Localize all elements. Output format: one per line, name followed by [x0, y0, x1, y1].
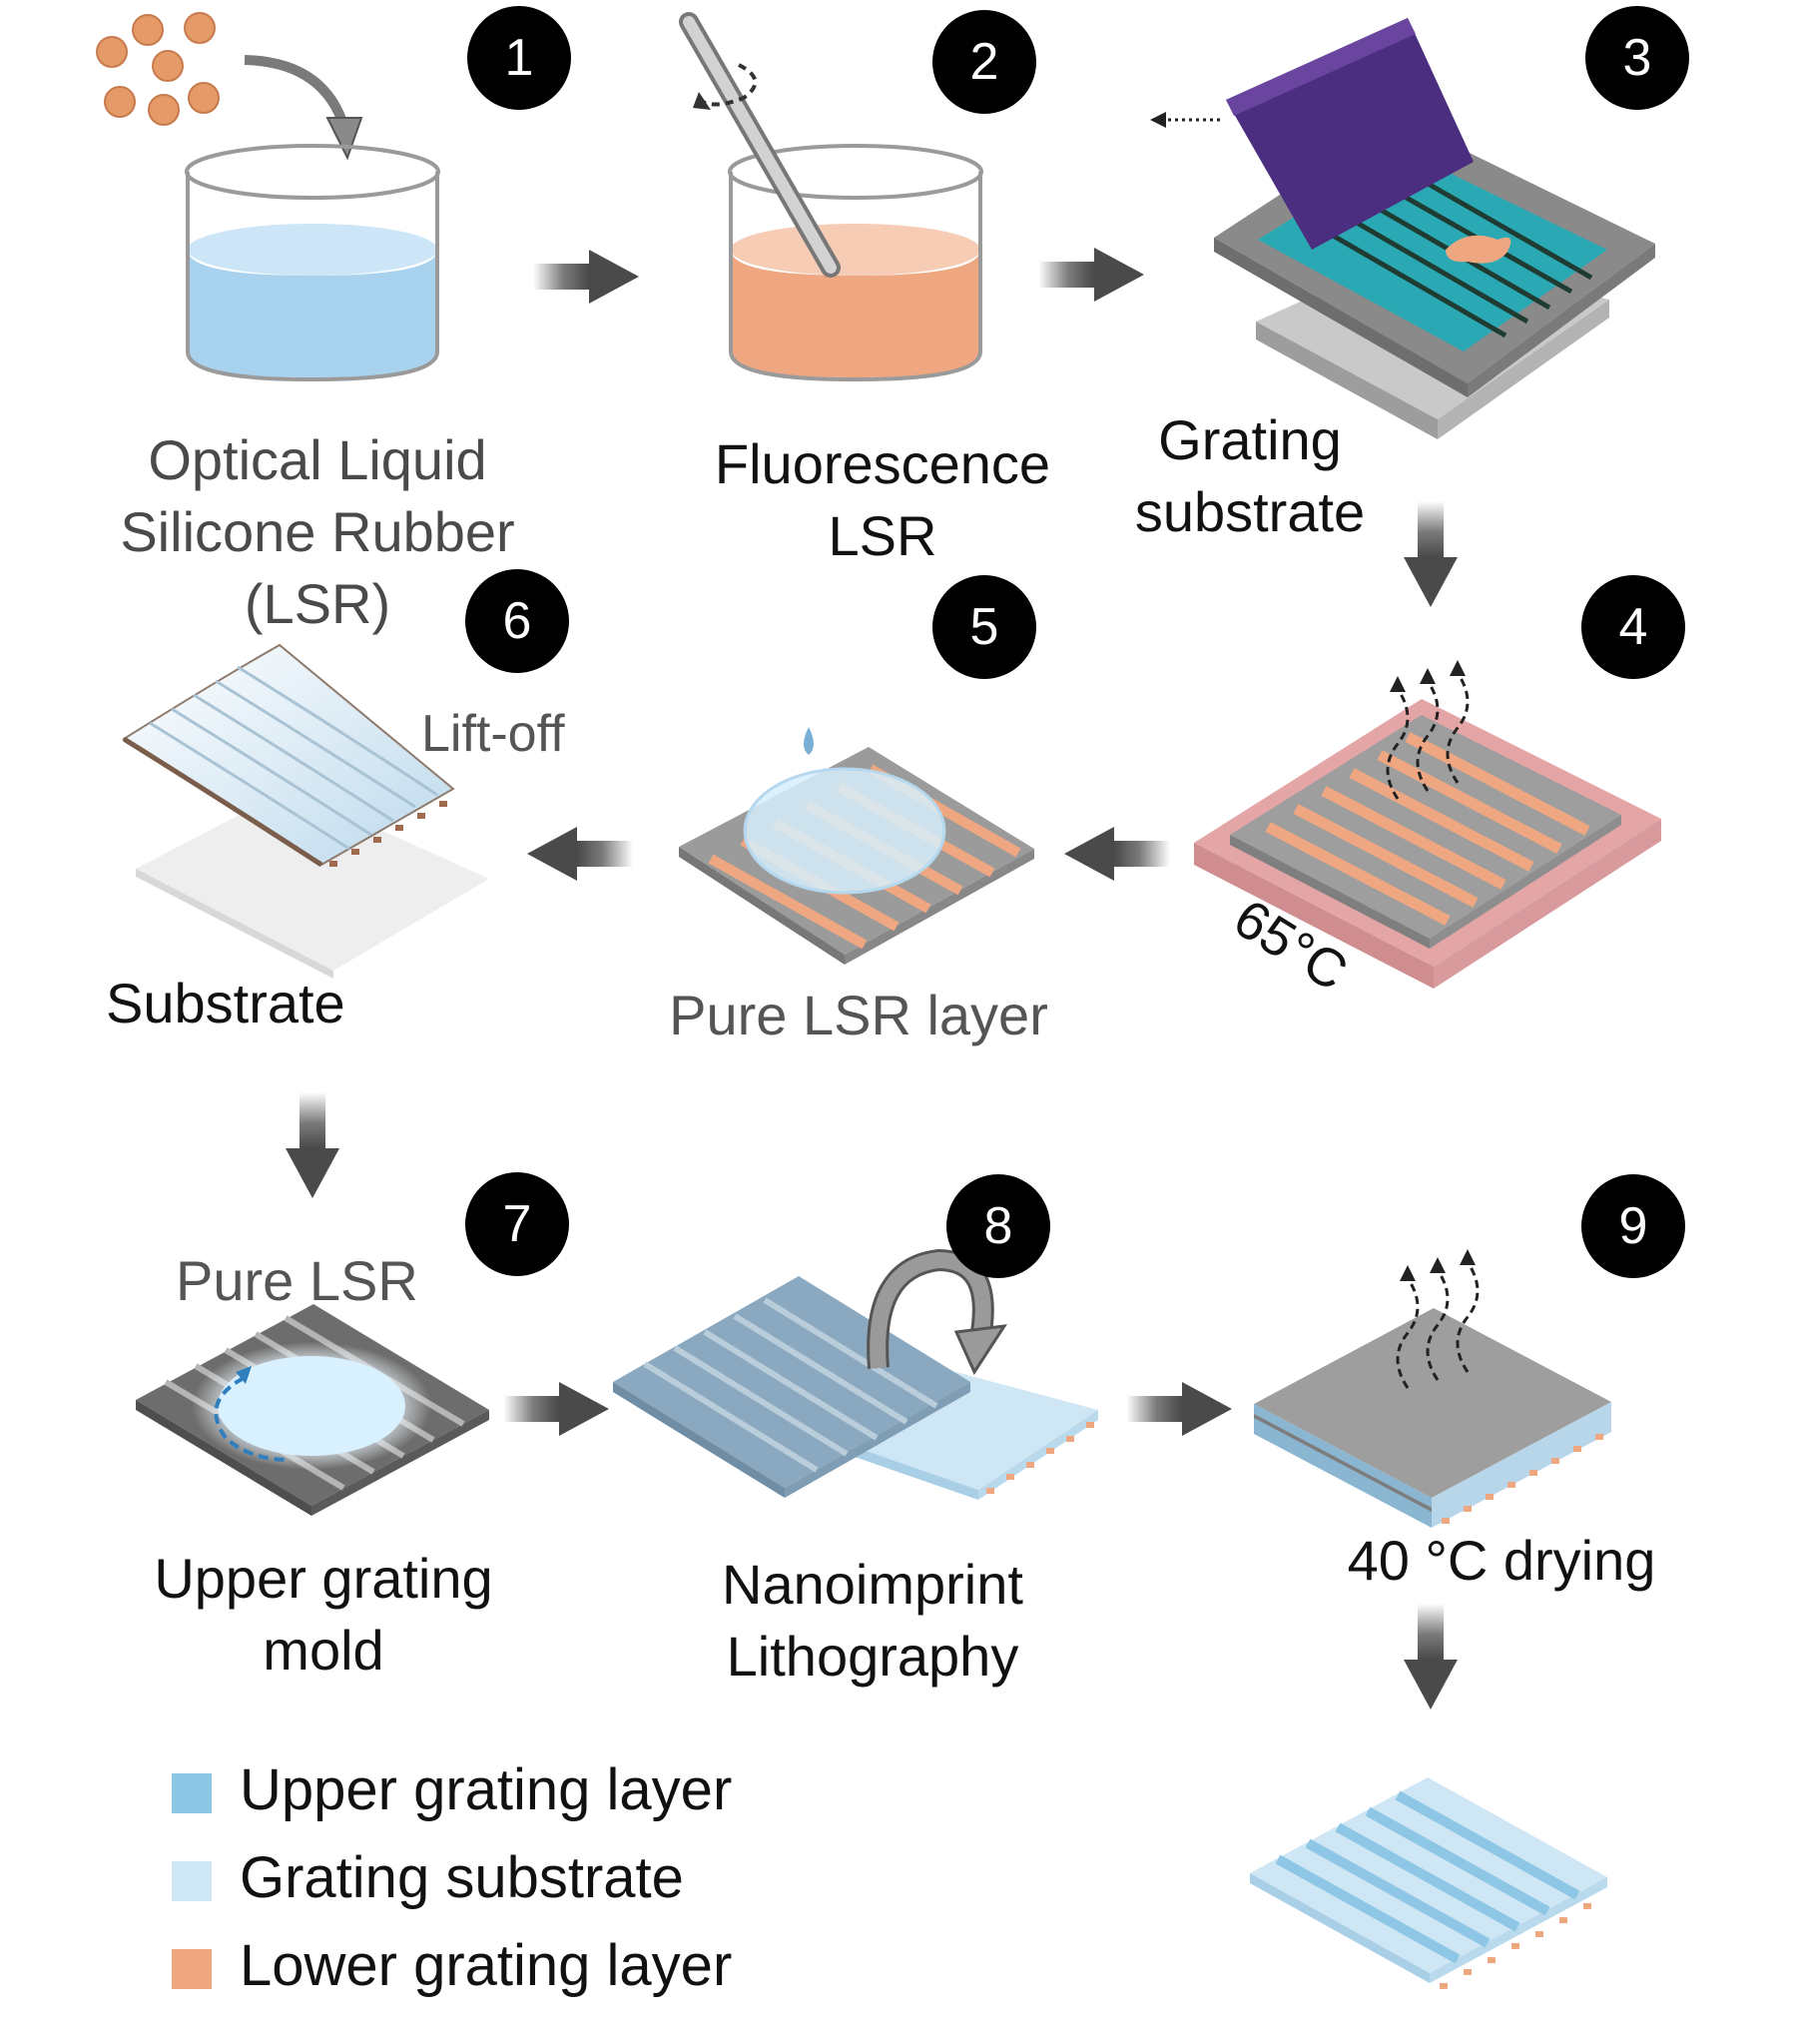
- svg-text:6: 6: [503, 592, 532, 650]
- svg-text:mold: mold: [263, 1619, 383, 1682]
- svg-text:1: 1: [505, 29, 534, 87]
- svg-text:4: 4: [1619, 598, 1648, 656]
- svg-text:(LSR): (LSR): [245, 572, 390, 635]
- svg-text:8: 8: [984, 1197, 1013, 1255]
- svg-text:Fluorescence: Fluorescence: [715, 432, 1050, 495]
- orange-grating-lines: [1265, 732, 1590, 926]
- step-badge-3: 3: [1585, 6, 1689, 110]
- svg-text:Lower grating layer: Lower grating layer: [240, 1933, 732, 1998]
- final-product-illustration: [1250, 1777, 1607, 1989]
- flow-arrows: [286, 248, 1458, 1709]
- lsr-droplet-film: [743, 767, 946, 895]
- arrow-right-7-8: [503, 1382, 609, 1436]
- step-badge-2: 2: [932, 10, 1036, 114]
- beaker-2: [728, 144, 983, 382]
- arrow-left-5-6: [527, 827, 633, 881]
- step-4-illustration: [1194, 660, 1661, 989]
- step-badge-1: 1: [467, 6, 571, 110]
- svg-text:2: 2: [970, 33, 999, 91]
- svg-text:Nanoimprint: Nanoimprint: [722, 1553, 1023, 1616]
- legend-swatch: [172, 1949, 212, 1989]
- step-badge-8: 8: [946, 1174, 1050, 1278]
- arrow-left-4-5: [1064, 827, 1170, 881]
- final-lower-teeth: [1440, 1903, 1591, 1989]
- svg-text:5: 5: [970, 598, 999, 656]
- step-3-illustration: [1150, 18, 1655, 439]
- legend-item-grating-substrate: Grating substrate: [172, 1845, 684, 1910]
- svg-text:7: 7: [503, 1195, 532, 1253]
- step-6-liftoff-label: Lift-off: [421, 705, 565, 763]
- arrow-right-2-3: [1038, 248, 1144, 302]
- step-badge-9: 9: [1581, 1174, 1685, 1278]
- svg-text:substrate: substrate: [1135, 480, 1365, 543]
- step-8-label: Nanoimprint Lithography: [722, 1553, 1023, 1688]
- film-grating-lines: [149, 665, 438, 851]
- legend-item-lower-grating-layer: Lower grating layer: [172, 1933, 732, 1998]
- stirring-rod: [679, 12, 841, 278]
- step-badge-6: 6: [465, 569, 569, 673]
- svg-text:Upper grating: Upper grating: [154, 1547, 492, 1610]
- rotation-arrow-icon: [697, 63, 758, 107]
- step-1-illustration: [96, 12, 440, 382]
- curved-arrow-icon: [244, 55, 349, 130]
- step-9-label: 40 °C drying: [1348, 1529, 1656, 1592]
- step-7-illustration: [136, 1304, 489, 1516]
- legend-swatch: [172, 1861, 212, 1901]
- drop-icon: [804, 727, 814, 755]
- step-2-label: Fluorescence LSR: [715, 432, 1050, 567]
- legend: Upper grating layer Grating substrate Lo…: [172, 1757, 732, 1998]
- step-8-illustration: [613, 1248, 1098, 1500]
- particles: [96, 12, 220, 126]
- step-6-illustration: [122, 643, 489, 979]
- heat-waves-icon: [1396, 1261, 1480, 1389]
- svg-text:Grating substrate: Grating substrate: [240, 1845, 684, 1910]
- step-3-label: Grating substrate: [1135, 408, 1365, 543]
- pure-lsr-pool: [218, 1356, 405, 1456]
- svg-text:3: 3: [1623, 29, 1652, 87]
- svg-text:Silicone Rubber: Silicone Rubber: [120, 500, 514, 563]
- svg-text:Lithography: Lithography: [727, 1625, 1019, 1688]
- arrow-right-8-9: [1126, 1382, 1232, 1436]
- step-2-illustration: [679, 12, 983, 382]
- step-badge-4: 4: [1581, 575, 1685, 679]
- svg-text:Upper grating layer: Upper grating layer: [240, 1757, 732, 1822]
- legend-swatch: [172, 1773, 212, 1813]
- nil-lower-teeth: [986, 1422, 1094, 1494]
- step-7-label: Upper grating mold: [154, 1547, 492, 1682]
- step-5-label: Pure LSR layer: [669, 984, 1048, 1046]
- spreading-arrow-icon: [214, 1376, 291, 1462]
- svg-text:9: 9: [1619, 1197, 1648, 1255]
- heat-waves-icon: [1386, 672, 1470, 800]
- svg-text:Grating: Grating: [1158, 408, 1342, 471]
- beaker-1: [185, 144, 440, 382]
- svg-text:LSR: LSR: [829, 504, 937, 567]
- film-lower-teeth: [329, 801, 447, 867]
- arrow-down-9-final: [1404, 1604, 1458, 1709]
- squeegee: [1226, 18, 1474, 250]
- step-7-pure-lsr-label: Pure LSR: [176, 1249, 418, 1312]
- step-6-substrate-label: Substrate: [106, 972, 345, 1034]
- step-5-illustration: [679, 727, 1034, 965]
- legend-item-upper-grating-layer: Upper grating layer: [172, 1757, 732, 1822]
- step-badge-5: 5: [932, 575, 1036, 679]
- step-badge-7: 7: [465, 1172, 569, 1276]
- arrow-down-6-7: [286, 1092, 339, 1198]
- step-9-illustration: [1254, 1249, 1611, 1528]
- mold-grating-lines: [643, 1297, 938, 1473]
- arrow-right-1-2: [533, 250, 639, 304]
- orange-lsr-blob: [1446, 235, 1511, 264]
- dry-lower-teeth: [1442, 1434, 1603, 1524]
- svg-text:Optical Liquid: Optical Liquid: [148, 428, 486, 491]
- arrow-down-3-4: [1404, 501, 1458, 607]
- final-upper-grating: [1275, 1790, 1580, 1964]
- step-1-label: Optical Liquid Silicone Rubber (LSR): [120, 428, 514, 635]
